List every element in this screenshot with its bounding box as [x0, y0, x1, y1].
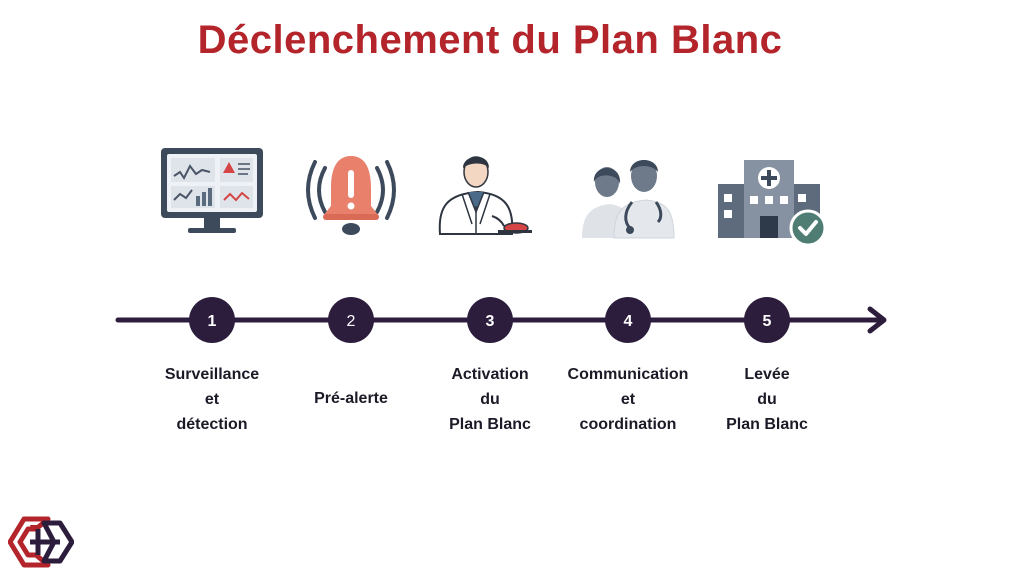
step-number: 5 [763, 313, 772, 330]
monitor-icon [161, 148, 263, 233]
step-number: 1 [208, 313, 217, 330]
step-marker-5: 5 [744, 297, 790, 343]
step-label-line: du [757, 391, 777, 408]
timeline-arrowhead [867, 306, 887, 334]
step-marker-3: 3 [467, 297, 513, 343]
step-label-2: Pré-alerte [276, 386, 426, 411]
step-label-4: Communication et coordination [551, 362, 705, 437]
step-label-line: et [204, 391, 220, 408]
step-label-line: coordination [579, 416, 677, 433]
page-title: Déclenchement du Plan Blanc [197, 18, 783, 62]
medical-team-icon [582, 160, 675, 239]
step-label-1: Surveillance et détection [137, 362, 287, 437]
step-label-line: Plan Blanc [449, 416, 531, 433]
step-label-line: détection [176, 416, 248, 433]
step-label-line: Levée [744, 366, 790, 383]
step-number: 3 [486, 313, 495, 330]
step-marker-4: 4 [605, 297, 651, 343]
step-label-line: Plan Blanc [726, 416, 808, 433]
doctor-button-icon [438, 156, 532, 235]
step-label-line: du [480, 391, 500, 408]
step-label-line: Surveillance [164, 366, 260, 383]
step-label-line: Activation [451, 366, 529, 383]
step-number: 2 [347, 313, 356, 330]
step-label-line: Pré-alerte [314, 390, 388, 407]
hospital-check-icon [718, 160, 826, 247]
alarm-bell-icon [306, 156, 396, 235]
step-label-5: Levée du Plan Blanc [692, 362, 842, 437]
step-label-line: et [620, 391, 636, 408]
step-number: 4 [624, 313, 633, 330]
step-label-line: Communication [567, 366, 689, 383]
step-marker-2: 2 [328, 297, 374, 343]
logo-icon [8, 516, 74, 568]
step-marker-1: 1 [189, 297, 235, 343]
step-label-3: Activation du Plan Blanc [415, 362, 565, 437]
